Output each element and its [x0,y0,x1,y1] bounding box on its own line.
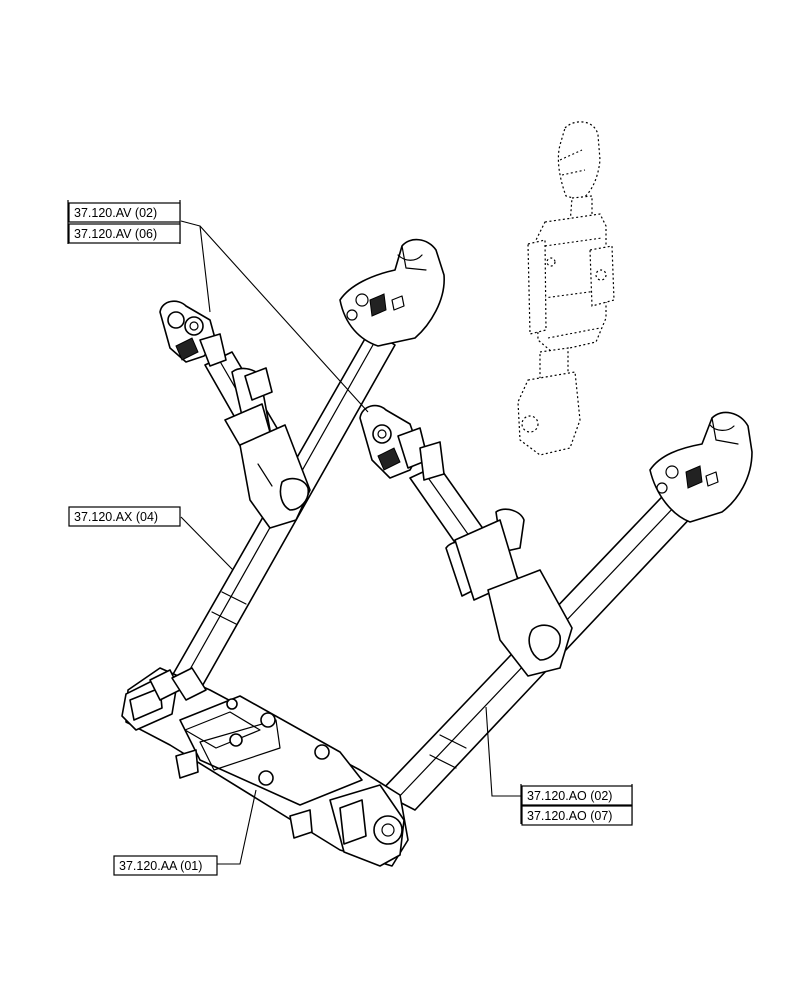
right-lift-rod [359,404,573,677]
callout-box-ao07 [521,805,633,826]
callout-box-av02 [68,202,181,223]
callout-aa-group: 37.120.AA (01) [113,855,218,876]
callout-ao07[interactable]: 37.120.AO (07) [527,809,612,823]
leader-lines [180,220,521,865]
callout-av-group: 37.120.AV (02) 37.120.AV (06) [67,200,181,244]
callout-ax04[interactable]: 37.120.AX (04) [74,510,158,524]
callout-ao-group: 37.120.AO (02) 37.120.AO (07) [520,784,633,826]
callout-ax-group: 37.120.AX (04) [68,506,181,527]
callout-av06[interactable]: 37.120.AV (06) [74,227,157,241]
left-lift-rod [159,300,311,529]
callout-av02[interactable]: 37.120.AV (02) [74,206,157,220]
callout-box-av06 [68,223,181,244]
callout-aa01[interactable]: 37.120.AA (01) [119,859,202,873]
callout-box-ax04 [68,506,181,527]
dashed-hydraulic-cylinder [517,121,615,456]
callout-box-aa01 [113,855,218,876]
callout-box-ao02 [521,785,633,806]
callout-ao02[interactable]: 37.120.AO (02) [527,789,612,803]
cross-beam-frame [121,667,409,867]
